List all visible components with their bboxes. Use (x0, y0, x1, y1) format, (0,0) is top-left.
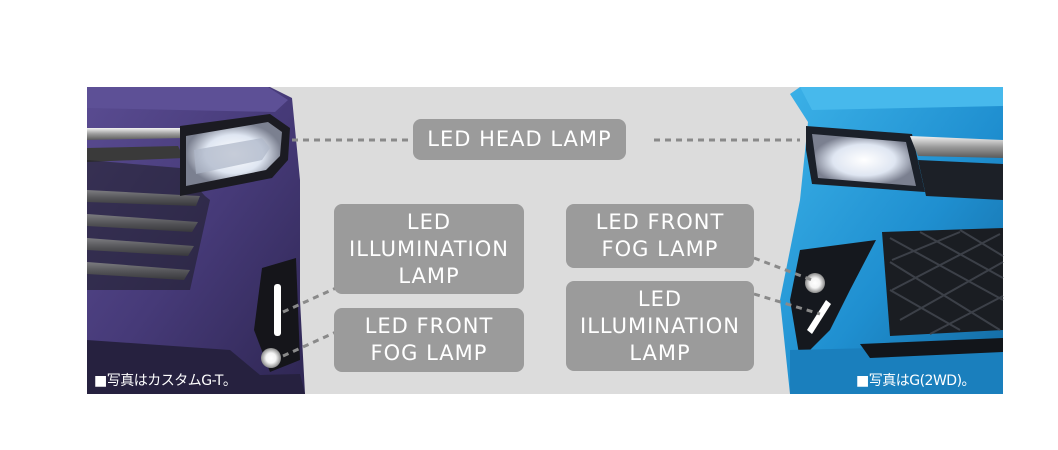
led-front-fog-lamp-label-right: LED FRONT FOG LAMP (566, 204, 754, 268)
label-line: FOG LAMP (370, 341, 488, 365)
photo-caption-left: ■写真はカスタムG-T。 (94, 373, 237, 389)
right-illumination-strip (807, 300, 831, 334)
led-front-fog-lamp-label-left: LED FRONT FOG LAMP (334, 308, 524, 372)
leader-illumination-right (753, 292, 821, 316)
label-line: FOG LAMP (601, 237, 719, 261)
label-line: ILLUMINATION (580, 313, 740, 338)
left-fog-lamp (261, 348, 281, 368)
label-line: LED (637, 286, 683, 311)
led-head-lamp-label: LED HEAD LAMP (413, 119, 626, 160)
left-illumination-strip (274, 284, 281, 336)
right-car-front (780, 87, 1004, 394)
led-illumination-lamp-label-left: LED ILLUMINATION LAMP (334, 204, 524, 294)
left-car-front (87, 87, 305, 394)
leader-illumination-left (282, 286, 337, 314)
led-head-lamp-text: LED HEAD LAMP (427, 127, 612, 151)
photo-caption-right: ■写真はG(2WD)。 (856, 373, 976, 389)
label-line: LAMP (398, 263, 460, 288)
label-line: LED (406, 209, 452, 234)
label-line: LED FRONT (364, 314, 494, 338)
label-line: ILLUMINATION (349, 236, 509, 261)
led-illumination-lamp-label-right: LED ILLUMINATION LAMP (566, 281, 754, 371)
label-line: LAMP (629, 340, 691, 365)
label-line: LED FRONT (595, 210, 725, 234)
leader-lines (282, 138, 821, 358)
leader-fog-left (282, 330, 337, 358)
right-fog-lamp (805, 273, 825, 293)
